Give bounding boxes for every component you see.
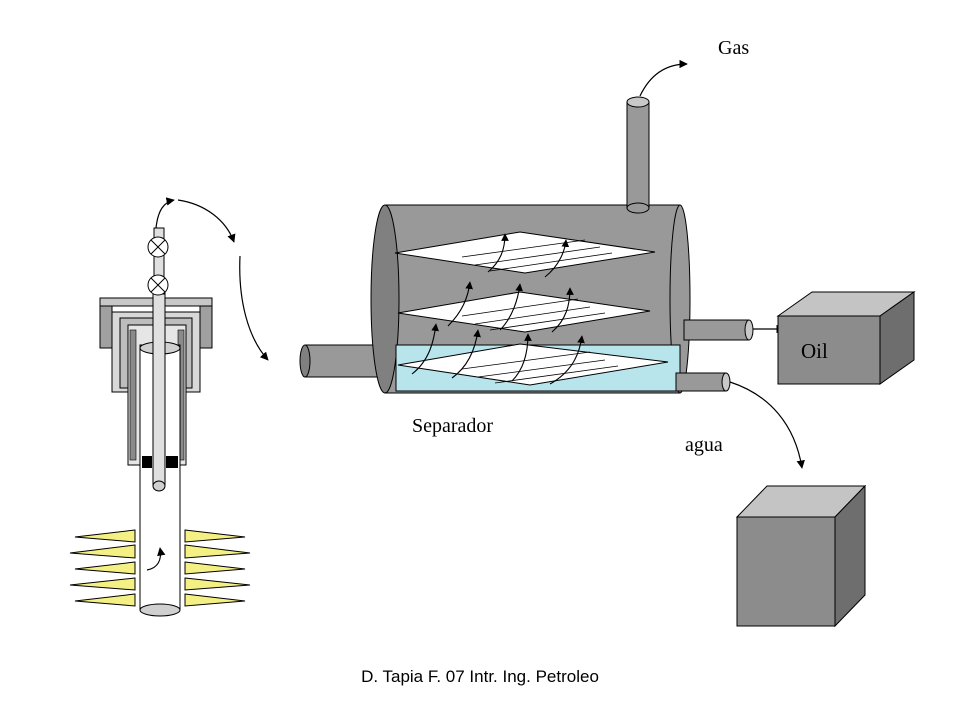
tubing-end — [152, 480, 166, 492]
oil-label: Oil — [801, 339, 828, 363]
water-outlet-end — [721, 372, 731, 392]
perforations-left — [69, 529, 136, 607]
flowline-arrow-1 — [155, 197, 175, 229]
baffle-middle — [397, 291, 651, 333]
tubing — [152, 289, 166, 486]
flowline-arrow-3 — [239, 255, 269, 361]
oil-outlet-end — [744, 319, 754, 341]
inflow-arrow — [146, 547, 166, 571]
separator-label: Separador — [412, 415, 493, 437]
vessel-head-left — [370, 204, 400, 394]
wellbore — [69, 197, 269, 617]
oil-outlet-pipe — [683, 319, 750, 341]
gas-outlet-top — [626, 96, 650, 108]
wing-valve-icon — [147, 236, 169, 258]
wellhead-flange-right — [199, 299, 213, 349]
footer-credit: D. Tapia F. 07 Intr. Ing. Petroleo — [361, 667, 599, 686]
water-flow-arrow — [729, 381, 805, 469]
water-tank — [735, 484, 867, 628]
baffle-top — [394, 231, 656, 274]
perforations-right — [184, 529, 251, 607]
inlet-nozzle-end — [299, 344, 311, 378]
gas-flow-arrow — [639, 59, 688, 97]
oil-tank — [776, 291, 916, 385]
gas-outlet-pipe — [626, 101, 650, 209]
gas-rise-arrows — [411, 233, 585, 385]
liner-bottom — [139, 603, 181, 617]
casing-wall-left — [129, 329, 137, 461]
water-outlet-pipe — [675, 372, 727, 392]
gas-outlet-bottom — [626, 202, 650, 214]
master-valve-icon — [147, 274, 169, 296]
gas-label: Gas — [718, 37, 749, 59]
wellhead-flange-left — [99, 299, 113, 349]
inlet-nozzle — [304, 344, 386, 378]
flowline-arrow-2 — [177, 199, 236, 243]
separator-vessel — [299, 59, 805, 469]
water-label: agua — [685, 434, 723, 456]
baffle-bottom — [397, 343, 669, 386]
